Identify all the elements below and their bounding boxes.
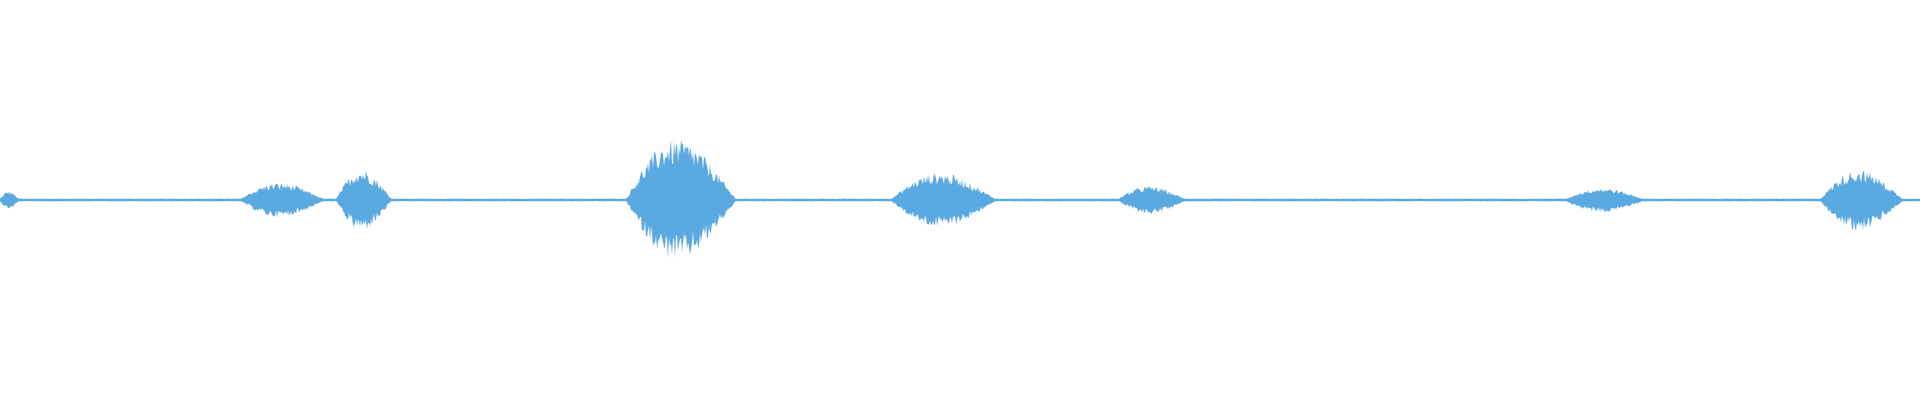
waveform-envelope [0, 139, 1920, 259]
